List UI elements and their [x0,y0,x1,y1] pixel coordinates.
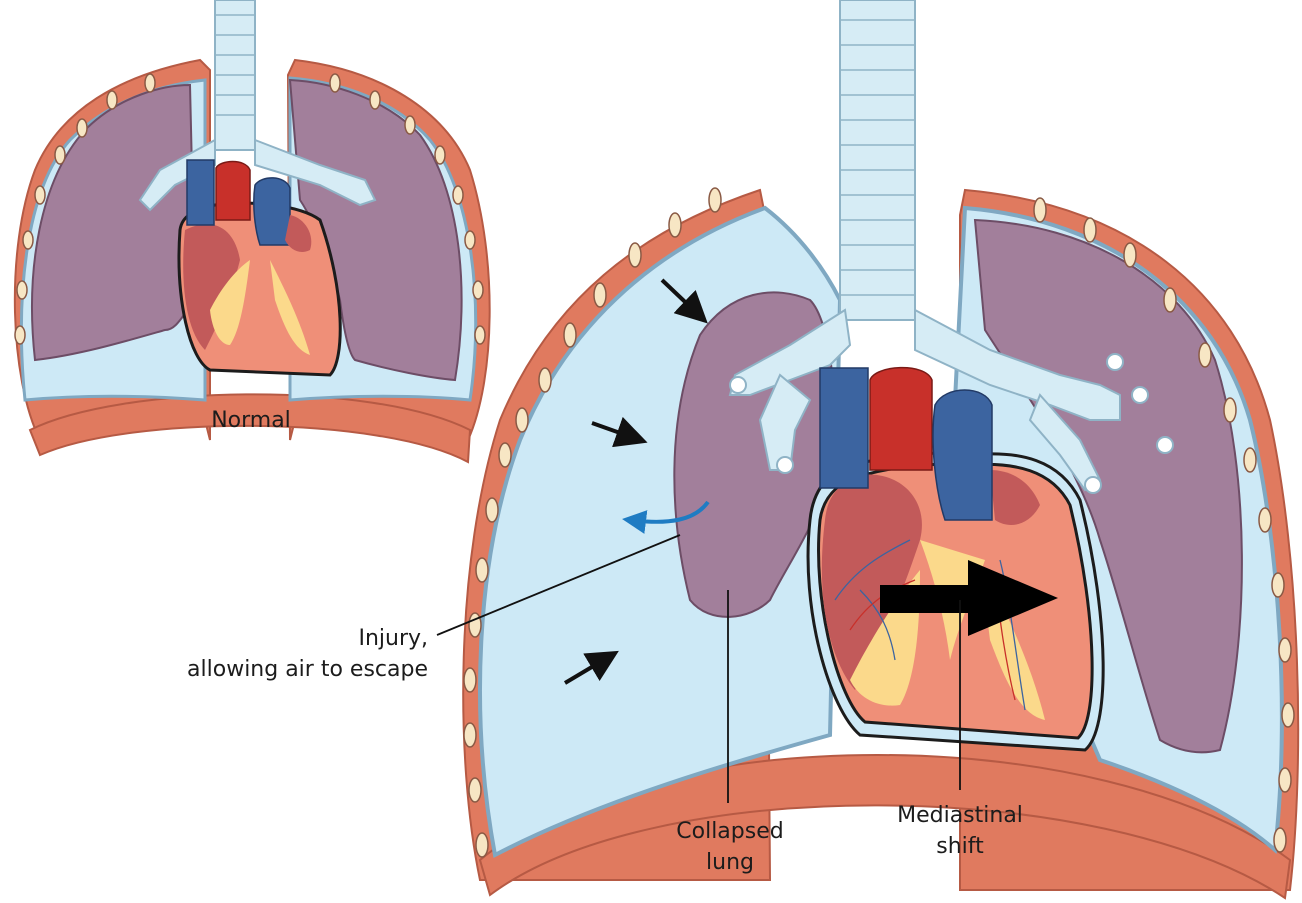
pneumo-right-lung [973,218,1243,754]
label-normal: Normal [211,408,291,433]
pressure-arrows [563,278,708,685]
pressure-arrow-bottom [563,650,619,685]
normal-trachea [138,0,377,212]
air-escape-arrow [622,500,710,534]
mediastinal-shift-arrow [880,560,1058,636]
pressure-arrow-middle [591,416,648,448]
label-collapsed-line1: Collapsed [676,819,783,844]
normal-right-lung [288,78,463,382]
label-injury-line1: Injury, [358,626,428,651]
normal-diaphragm [28,393,472,464]
pressure-arrow-top [660,278,708,324]
normal-left-lung [31,83,197,362]
injury-leader-line [436,534,681,636]
pneumo-wall-cells [463,187,1295,858]
normal-thorax [13,0,491,464]
label-mediastinal-line2: shift [936,834,984,859]
pneumo-trachea [728,0,1174,494]
label-injury-line2: allowing air to escape [187,657,428,682]
label-collapsed-line2: lung [706,850,754,875]
normal-wall-cells [14,73,486,345]
pneumothorax-thorax [462,0,1300,900]
label-mediastinal-line1: Mediastinal [897,803,1023,828]
normal-heart [177,159,342,377]
